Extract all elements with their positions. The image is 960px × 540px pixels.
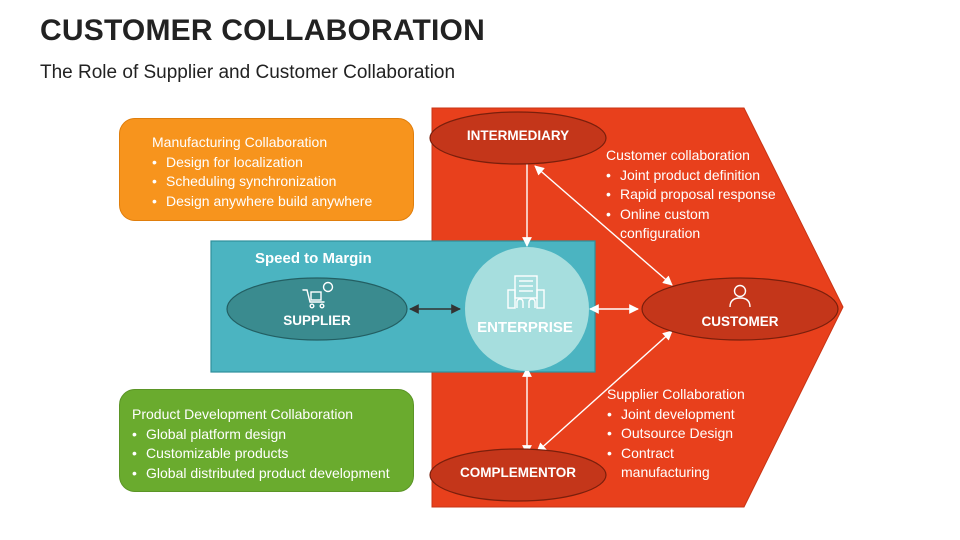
manufacturing-collaboration-heading: Manufacturing Collaboration xyxy=(152,134,328,150)
office-building-icon xyxy=(507,275,545,309)
enterprise-label: ENTERPRISE xyxy=(477,319,573,336)
list-item: Scheduling synchronization xyxy=(152,172,403,192)
list-item: Global distributed product development xyxy=(132,464,407,484)
intermediary-label: INTERMEDIARY xyxy=(466,128,570,143)
customer-collaboration-heading: Customer collaboration xyxy=(606,147,750,163)
enterprise-node xyxy=(465,247,589,371)
page-title: CUSTOMER COLLABORATION xyxy=(40,14,485,47)
list-item: Global platform design xyxy=(132,425,407,445)
supplier-node xyxy=(226,277,408,341)
list-item: Online custom configuration xyxy=(606,205,750,244)
list-item: Design for localization xyxy=(152,153,403,173)
complementor-node xyxy=(429,448,607,502)
list-item: Customizable products xyxy=(132,444,407,464)
complementor-label: COMPLEMENTOR xyxy=(459,465,577,480)
list-item: Joint product definition xyxy=(606,166,776,186)
list-item: Joint development xyxy=(607,405,745,425)
product-development-collaboration-box: Product Development Collaboration Global… xyxy=(119,389,414,492)
manufacturing-collaboration-box: Manufacturing Collaboration Design for l… xyxy=(119,118,414,221)
product-development-heading: Product Development Collaboration xyxy=(132,406,354,422)
speed-to-margin-label: Speed to Margin xyxy=(255,250,372,267)
customer-node xyxy=(641,277,839,341)
list-item: Outsource Design xyxy=(607,424,745,444)
supplier-collaboration-heading: Supplier Collaboration xyxy=(607,386,745,402)
connector-complementor-customer xyxy=(536,330,673,453)
delivery-cart-icon xyxy=(302,281,334,309)
list-item: Contract manufacturing xyxy=(607,444,731,483)
list-item: Design anywhere build anywhere xyxy=(152,192,403,212)
person-icon xyxy=(729,284,751,308)
customer-collaboration-annotation: Customer collaboration Joint product def… xyxy=(606,146,776,244)
list-item: Rapid proposal response xyxy=(606,185,776,205)
intermediary-node xyxy=(429,111,607,165)
supplier-collaboration-annotation: Supplier Collaboration Joint development… xyxy=(607,385,745,483)
supplier-label: SUPPLIER xyxy=(283,313,351,328)
connector-intermediary-customer xyxy=(534,165,673,286)
page-subtitle: The Role of Supplier and Customer Collab… xyxy=(40,62,456,83)
customer-label: CUSTOMER xyxy=(701,314,779,329)
